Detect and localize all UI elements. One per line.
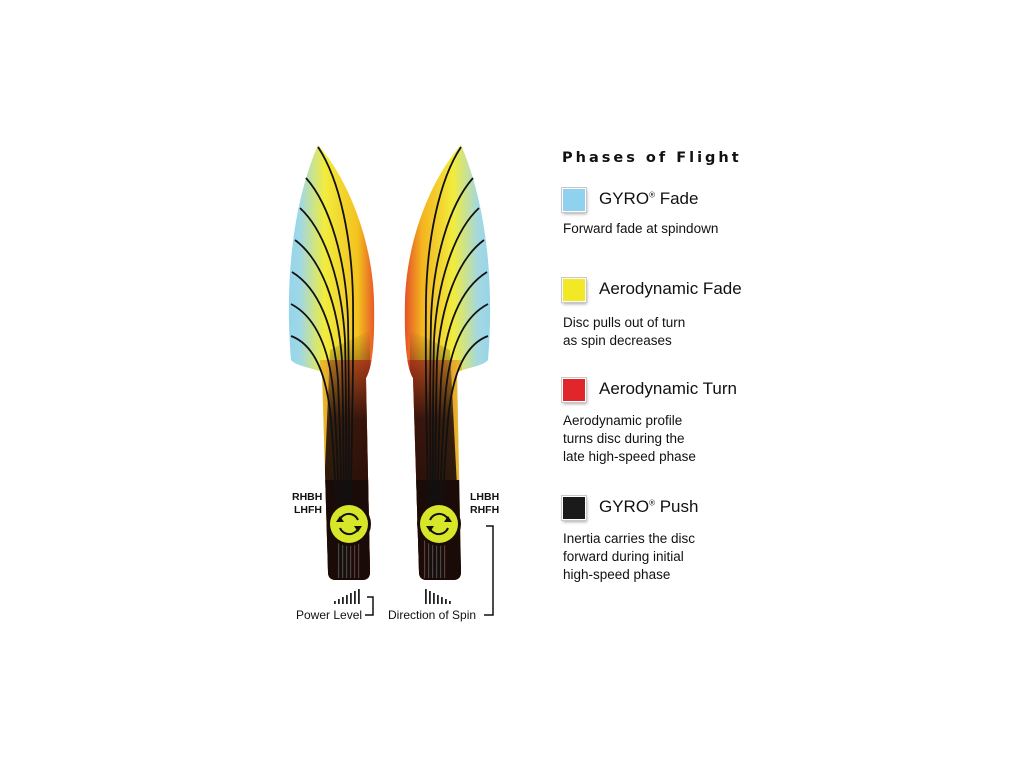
left-throw-label-1: RHBH [292, 491, 322, 503]
right-flight-path [404, 145, 491, 580]
power-level-bracket [365, 596, 374, 616]
left-flight-path [288, 145, 375, 580]
swatch-aerodynamic-turn [562, 378, 586, 402]
power-level-icon [334, 589, 360, 604]
swatch-aerodynamic-fade [562, 278, 586, 302]
direction-of-spin-icon [425, 589, 451, 604]
right-throw-label-2: RHFH [470, 504, 499, 516]
left-spin-badge [327, 502, 371, 546]
phases-legend: Phases of Flight GYRO® Fade Forward fade… [562, 150, 822, 582]
swatch-gyro-push [562, 496, 586, 520]
swatch-gyro-fade [562, 188, 586, 212]
legend-desc-gyro-push: Inertia carries the disc forward during … [563, 531, 696, 582]
left-throw-label-2: LHFH [294, 504, 322, 516]
direction-of-spin-bracket [484, 525, 494, 616]
direction-of-spin-label: Direction of Spin [388, 608, 476, 622]
legend-title: Phases of Flight [562, 150, 742, 166]
clockwise-icon [429, 512, 449, 536]
right-throw-label-1: LHBH [470, 491, 499, 503]
legend-label-gyro-push: GYRO® Push [599, 497, 699, 516]
legend-label-gyro-fade: GYRO® Fade [599, 189, 699, 208]
power-level-label: Power Level [296, 608, 362, 622]
legend-label-aerodynamic-turn: Aerodynamic Turn [599, 379, 737, 398]
right-spin-badge [417, 502, 461, 546]
legend-desc-gyro-fade: Forward fade at spindown [563, 221, 719, 236]
legend-desc-aerodynamic-turn: Aerodynamic profile turns disc during th… [563, 413, 696, 464]
counter-clockwise-icon [339, 512, 359, 536]
legend-label-aerodynamic-fade: Aerodynamic Fade [599, 279, 742, 298]
legend-desc-aerodynamic-fade: Disc pulls out of turn as spin decreases [563, 315, 686, 348]
